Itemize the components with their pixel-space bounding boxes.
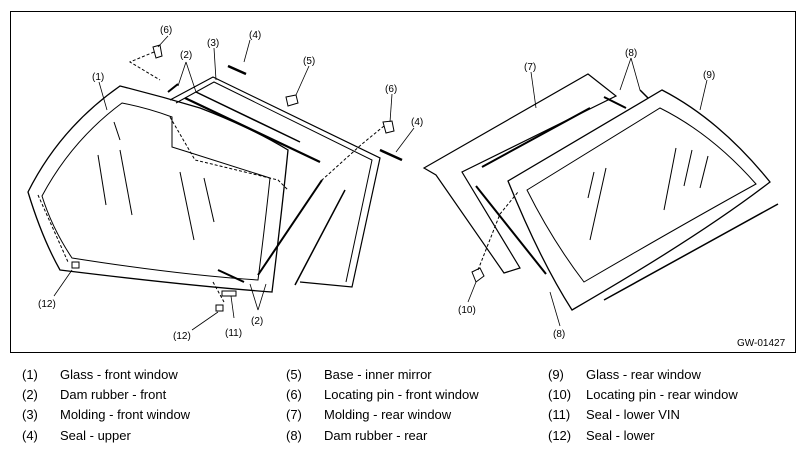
callout-5: (5) [303, 56, 315, 67]
callout-12-bottom: (12) [173, 331, 191, 342]
legend-text: Seal - lower [586, 428, 655, 443]
callout-12-left: (12) [38, 299, 56, 310]
legend-num: (7) [286, 407, 302, 422]
diagram-drawing: (1) (2) (3) (4) (5) (6) (6) (4) (7) (8) … [27, 25, 786, 349]
callout-6-top: (6) [160, 25, 172, 36]
callout-11: (11) [225, 328, 242, 339]
legend-num: (1) [22, 367, 38, 382]
front-molding-frame-inner [175, 81, 373, 283]
legend-text: Glass - rear window [586, 367, 701, 382]
legend-num: (4) [22, 428, 38, 443]
legend-num: (11) [548, 407, 571, 422]
seal-lower-vin [221, 290, 237, 297]
callout-3: (3) [207, 38, 219, 49]
callout-7: (7) [524, 62, 536, 73]
seal-lower-bottom [215, 304, 224, 312]
rear-glass-reflection-5 [699, 155, 709, 189]
legend: (1) Glass - front window (2) Dam rubber … [0, 360, 804, 453]
legend-num: (3) [22, 407, 38, 422]
locating-pin-side [382, 120, 395, 134]
front-molding-frame [169, 76, 381, 288]
legend-text: Molding - front window [60, 407, 191, 422]
callout-1: (1) [92, 72, 104, 83]
rear-dam-rubber-4 [639, 89, 649, 99]
legend-text: Seal - lower VIN [586, 407, 680, 422]
diagram-frame [10, 11, 796, 353]
front-glass-reflection-2 [119, 149, 133, 216]
rear-glass-inner [526, 107, 757, 283]
front-dam-rubber-bottom [217, 269, 245, 283]
locating-pin-rear [471, 267, 485, 283]
callout-2-top: (2) [180, 50, 192, 61]
rear-dam-rubber-bottom [603, 203, 779, 301]
legend-text: Seal - upper [60, 428, 131, 443]
legend-text: Base - inner mirror [324, 367, 432, 382]
rear-dam-rubber-2 [475, 185, 547, 275]
callout-4-top: (4) [249, 30, 261, 41]
front-dam-rubber-short [167, 83, 179, 93]
front-molding-side [294, 189, 346, 286]
side-seal-upper [379, 148, 403, 162]
legend-text: Locating pin - rear window [586, 387, 738, 402]
rear-molding-frame [422, 73, 618, 274]
legend-text: Dam rubber - rear [324, 428, 428, 443]
rear-glass-reflection-4 [683, 149, 693, 187]
rear-glass-reflection-1 [587, 171, 595, 199]
callout-4-side: (4) [411, 117, 423, 128]
front-seal-upper [227, 64, 247, 76]
figure-code: GW-01427 [737, 338, 786, 349]
front-glass-inner [41, 102, 271, 281]
seal-lower-left [71, 261, 80, 269]
front-dam-rubber-side [257, 179, 323, 276]
legend-num: (8) [286, 428, 302, 443]
rear-glass-reflection-3 [663, 147, 677, 211]
front-glass-reflection-3 [179, 171, 195, 241]
callout-8-top: (8) [625, 48, 637, 59]
legend-num: (2) [22, 387, 38, 402]
callout-9: (9) [703, 70, 715, 81]
front-glass-reflection-5 [113, 121, 121, 141]
front-dashed-guides [37, 51, 385, 303]
legend-num: (9) [548, 367, 564, 382]
legend-text: Dam rubber - front [60, 387, 167, 402]
rear-dam-rubber-3 [603, 96, 627, 109]
front-dam-rubber-top-2 [195, 91, 301, 143]
callout-10: (10) [458, 305, 476, 316]
mirror-base [285, 94, 299, 107]
rear-dashed-guide [477, 191, 519, 271]
legend-num: (12) [548, 428, 572, 443]
leader-lines [53, 35, 708, 331]
rear-glass-reflection-2 [589, 167, 607, 241]
legend-num: (6) [286, 387, 302, 402]
front-glass-reflection-4 [203, 177, 215, 223]
rear-dam-rubber-1 [481, 107, 591, 168]
legend-text: Molding - rear window [324, 407, 452, 422]
legend-text: Glass - front window [60, 367, 178, 382]
callout-6-side: (6) [385, 84, 397, 95]
legend-num: (5) [286, 367, 302, 382]
front-glass-outer [27, 85, 289, 293]
locating-pin-top [152, 44, 163, 59]
rear-glass-outer [507, 89, 771, 311]
front-glass-reflection-1 [97, 154, 107, 206]
callout-2-bottom: (2) [251, 316, 263, 327]
callout-8-bottom: (8) [553, 329, 565, 340]
legend-text: Locating pin - front window [324, 387, 479, 402]
legend-num: (10) [548, 387, 572, 402]
